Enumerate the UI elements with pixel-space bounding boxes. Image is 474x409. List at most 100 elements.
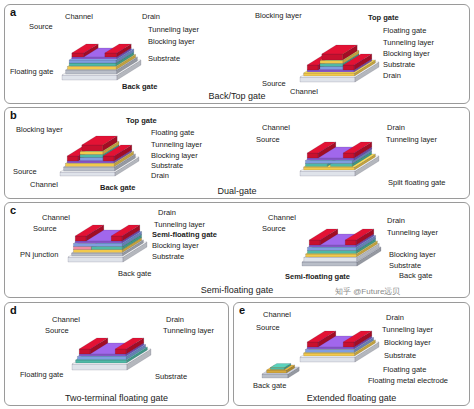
part-label: Source bbox=[256, 135, 280, 145]
layer-face bbox=[111, 225, 140, 236]
part-label: Back gate bbox=[122, 82, 157, 92]
device-stack bbox=[300, 45, 379, 82]
layer-face bbox=[73, 244, 122, 247]
layer-face bbox=[79, 338, 108, 349]
part-label: Floating gate bbox=[383, 365, 426, 375]
layer-face bbox=[309, 229, 338, 240]
part-label: Source bbox=[262, 79, 286, 89]
layer-face bbox=[345, 229, 374, 240]
layer-face bbox=[330, 164, 352, 167]
panel-letter: c bbox=[10, 204, 16, 216]
part-label: Semi-floating gate bbox=[152, 230, 217, 240]
part-label: Substrate bbox=[151, 161, 183, 171]
panel-title: Extended floating gate bbox=[234, 393, 469, 404]
part-label: Drain bbox=[142, 12, 160, 22]
layer-face bbox=[75, 236, 86, 241]
layer-face bbox=[82, 136, 117, 145]
layer-face bbox=[103, 145, 132, 156]
layer-face bbox=[305, 161, 352, 164]
layer-face bbox=[304, 73, 355, 76]
panel-letter: a bbox=[10, 6, 16, 18]
part-label: Drain bbox=[386, 313, 404, 323]
layer-face bbox=[343, 142, 372, 153]
part-label: Semi-floating gate bbox=[285, 272, 350, 282]
layer-face bbox=[64, 167, 115, 171]
layer-face bbox=[307, 153, 318, 158]
panel-letter: b bbox=[10, 109, 17, 121]
layer-face bbox=[305, 164, 327, 167]
part-label: Tunneling layer bbox=[386, 135, 437, 145]
layer-face bbox=[307, 251, 356, 254]
device-stack bbox=[62, 44, 141, 80]
device-stack bbox=[60, 136, 139, 176]
layer-face bbox=[304, 258, 357, 262]
part-label: Substrate bbox=[383, 60, 415, 70]
layer-face bbox=[65, 164, 114, 167]
part-label: Channel bbox=[42, 213, 70, 223]
layer-face bbox=[111, 236, 122, 241]
panel-title: Two-terminal floating gate bbox=[5, 393, 228, 404]
device-stack bbox=[68, 225, 147, 262]
part-label: Floating gate bbox=[151, 128, 194, 138]
watermark: 知乎 @Future远贝 bbox=[335, 287, 400, 297]
part-label: Floating gate bbox=[383, 26, 426, 36]
layer-face bbox=[305, 350, 354, 353]
layer-face bbox=[115, 349, 126, 354]
part-label: Source bbox=[33, 224, 57, 234]
layer-face bbox=[307, 70, 354, 72]
device-stack bbox=[302, 229, 381, 266]
layer-face bbox=[60, 172, 115, 176]
layer-face bbox=[343, 331, 372, 342]
part-label: Tunneling layer bbox=[154, 220, 205, 230]
part-label: Blocking layer bbox=[383, 49, 430, 59]
layer-face bbox=[105, 44, 131, 53]
part-label: Channel bbox=[65, 12, 93, 22]
layer-face bbox=[91, 247, 122, 250]
device-stack bbox=[300, 331, 379, 362]
layer-face bbox=[343, 54, 372, 65]
layer-face bbox=[320, 61, 343, 64]
part-label: Tunneling layer bbox=[387, 228, 438, 238]
device-stack bbox=[300, 142, 379, 176]
layer-face bbox=[80, 152, 103, 155]
part-label: Drain bbox=[387, 216, 405, 226]
layer-face bbox=[68, 257, 123, 262]
layer-face bbox=[79, 354, 126, 356]
part-label: Floating gate bbox=[20, 370, 63, 380]
device-stack bbox=[262, 364, 299, 379]
layer-face bbox=[322, 54, 343, 60]
device-stack bbox=[72, 338, 151, 370]
layer-face bbox=[69, 63, 116, 66]
layer-face bbox=[320, 64, 343, 67]
part-label: Source bbox=[29, 22, 53, 32]
layer-face bbox=[270, 368, 284, 370]
layer-face bbox=[267, 370, 287, 373]
layer-face bbox=[270, 364, 290, 368]
layer-face bbox=[67, 161, 114, 163]
layer-face bbox=[307, 342, 318, 347]
part-label: Drain bbox=[158, 208, 176, 218]
panel-letter: e bbox=[239, 304, 245, 316]
layer-face bbox=[300, 171, 355, 176]
layer-face bbox=[73, 247, 91, 250]
layer-face bbox=[67, 67, 116, 70]
layer-face bbox=[343, 153, 354, 158]
part-label: Channel bbox=[263, 310, 291, 320]
part-label: Tunneling layer bbox=[148, 25, 199, 35]
part-label: Blocking layer bbox=[384, 338, 431, 348]
layer-face bbox=[307, 142, 336, 153]
part-label: Source bbox=[256, 323, 280, 333]
layer-face bbox=[82, 145, 103, 151]
layer-face bbox=[322, 45, 357, 54]
part-label: Back gate bbox=[253, 381, 286, 391]
part-label: Top gate bbox=[126, 116, 157, 126]
layer-face bbox=[304, 353, 355, 356]
layer-face bbox=[304, 167, 355, 170]
part-label: Source bbox=[45, 326, 69, 336]
panel-title: Back/Top gate bbox=[5, 91, 469, 102]
part-label: Blocking layer bbox=[152, 241, 199, 251]
part-label: Tunneling layer bbox=[163, 326, 214, 336]
part-label: Blocking layer bbox=[16, 125, 63, 135]
part-label: Drain bbox=[383, 71, 401, 81]
layer-face bbox=[72, 57, 117, 59]
